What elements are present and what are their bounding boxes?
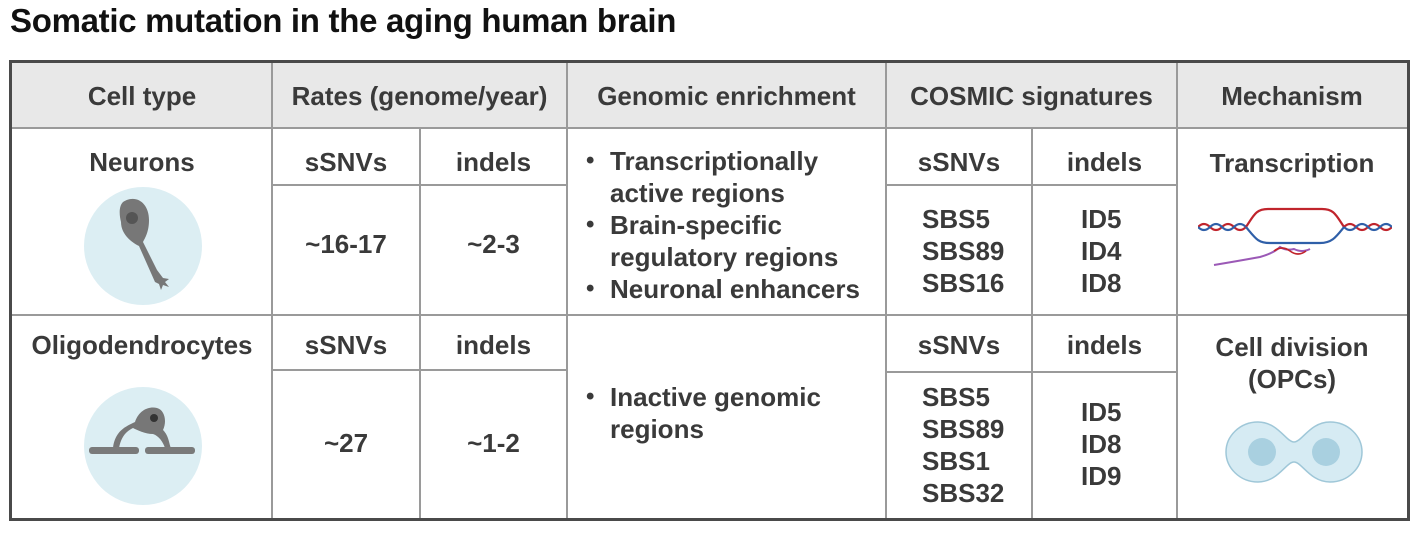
cosmic-ssnv-label-neurons: sSNVs <box>917 147 1001 177</box>
cosmic-ssnv-list-neurons: SBS5 SBS89 SBS16 <box>922 203 1004 299</box>
signature: SBS89 <box>922 236 1005 266</box>
oligodendrocyte-icon <box>84 387 202 505</box>
signature: SBS5 <box>922 382 990 412</box>
rates-ssnv-oligodendrocytes: ~27 <box>323 428 369 458</box>
signature: ID8 <box>1081 268 1122 298</box>
mechanism-cell-division: Cell division (OPCs) <box>1177 331 1407 395</box>
signature: ID9 <box>1081 461 1122 491</box>
signature: SBS89 <box>922 414 1005 444</box>
signature: ID5 <box>1081 204 1122 234</box>
rates-ssnv-neurons: ~16-17 <box>305 229 387 259</box>
cosmic-ssnv-label-oligodendrocytes: sSNVs <box>917 330 1001 360</box>
header-genomic-enrichment: Genomic enrichment <box>597 81 856 111</box>
signature: ID5 <box>1081 397 1122 427</box>
rates-indel-neurons: ~2-3 <box>467 229 520 259</box>
signature: ID4 <box>1081 236 1122 266</box>
summary-table: Cell type Rates (genome/year) Genomic en… <box>9 60 1410 521</box>
cosmic-indel-list-neurons: ID5 ID4 ID8 <box>1081 203 1121 299</box>
rates-indel-label-neurons: indels <box>455 147 532 177</box>
cosmic-indel-label-neurons: indels <box>1066 147 1143 177</box>
transcription-bubble-icon <box>1198 207 1392 266</box>
rates-ssnv-label-oligodendrocytes: sSNVs <box>304 330 388 360</box>
cosmic-indel-list-oligodendrocytes: ID5 ID8 ID9 <box>1081 396 1121 492</box>
header-mechanism: Mechanism <box>1221 81 1363 111</box>
cosmic-ssnv-list-oligodendrocytes: SBS5 SBS89 SBS1 SBS32 <box>922 381 1004 509</box>
rates-indel-label-oligodendrocytes: indels <box>455 330 532 360</box>
mechanism-label: (OPCs) <box>1247 364 1337 394</box>
neuron-icon <box>84 187 202 305</box>
header-cosmic-signatures: COSMIC signatures <box>910 81 1153 111</box>
page-title: Somatic mutation in the aging human brai… <box>10 2 677 39</box>
mechanism-label: Cell division <box>1215 332 1369 362</box>
enrichment-item: Neuronal enhancers <box>576 273 860 305</box>
cosmic-indel-label-oligodendrocytes: indels <box>1066 330 1143 360</box>
signature: ID8 <box>1081 429 1122 459</box>
signature: SBS16 <box>922 268 1005 298</box>
rates-indel-oligodendrocytes: ~1-2 <box>467 428 520 458</box>
header-cell-type: Cell type <box>87 81 197 111</box>
header-rates: Rates (genome/year) <box>291 81 548 111</box>
mechanism-transcription: Transcription <box>1209 148 1375 178</box>
table-header-row <box>12 63 1407 129</box>
table-grid <box>12 63 1407 518</box>
signature: SBS32 <box>922 478 1005 508</box>
signature: SBS1 <box>922 446 990 476</box>
cell-type-oligodendrocytes: Oligodendrocytes <box>31 330 253 360</box>
cell-type-neurons: Neurons <box>89 147 195 177</box>
rates-ssnv-label-neurons: sSNVs <box>304 147 388 177</box>
dividing-cell-icon <box>1225 421 1363 483</box>
signature: SBS5 <box>922 204 990 234</box>
